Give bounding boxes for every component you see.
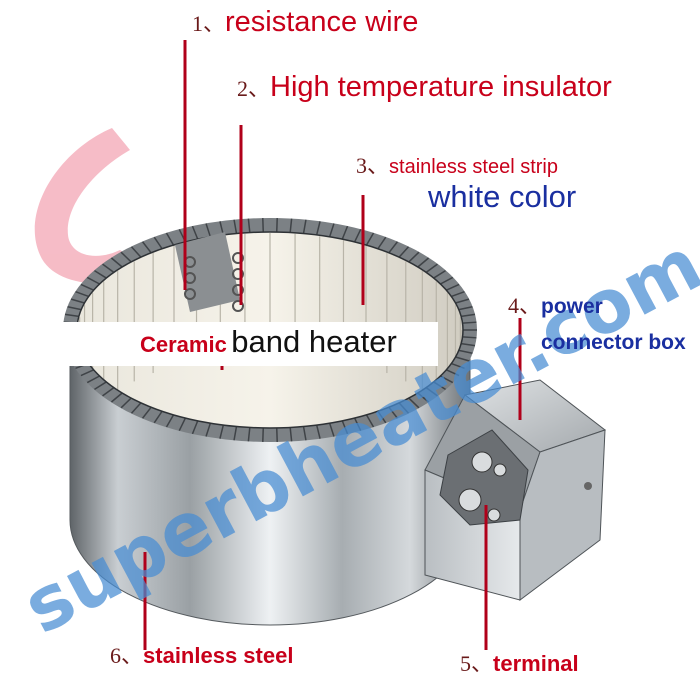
cutaway-coils: [175, 232, 244, 312]
banner-label: Ceramic band heater: [140, 326, 397, 357]
leader-lines: [143, 40, 522, 650]
label-steel-strip: 3、stainless steel strip: [356, 153, 558, 178]
label-connector-box-line2: connector box: [541, 331, 686, 354]
connector-box: [424, 379, 607, 601]
label-connector-box: 4、power: [508, 293, 603, 318]
label-terminal: 5、terminal: [460, 651, 579, 676]
label-insulator: 2、High temperature insulator: [237, 71, 612, 103]
label-resistance-wire: 1、resistance wire: [192, 6, 419, 38]
label-white-color: white color: [428, 179, 577, 214]
banner-small: Ceramic: [140, 332, 227, 357]
banner-big: band heater: [231, 324, 397, 359]
banner-strip: [38, 322, 438, 366]
label-stainless-steel: 6、stainless steel: [110, 643, 294, 668]
